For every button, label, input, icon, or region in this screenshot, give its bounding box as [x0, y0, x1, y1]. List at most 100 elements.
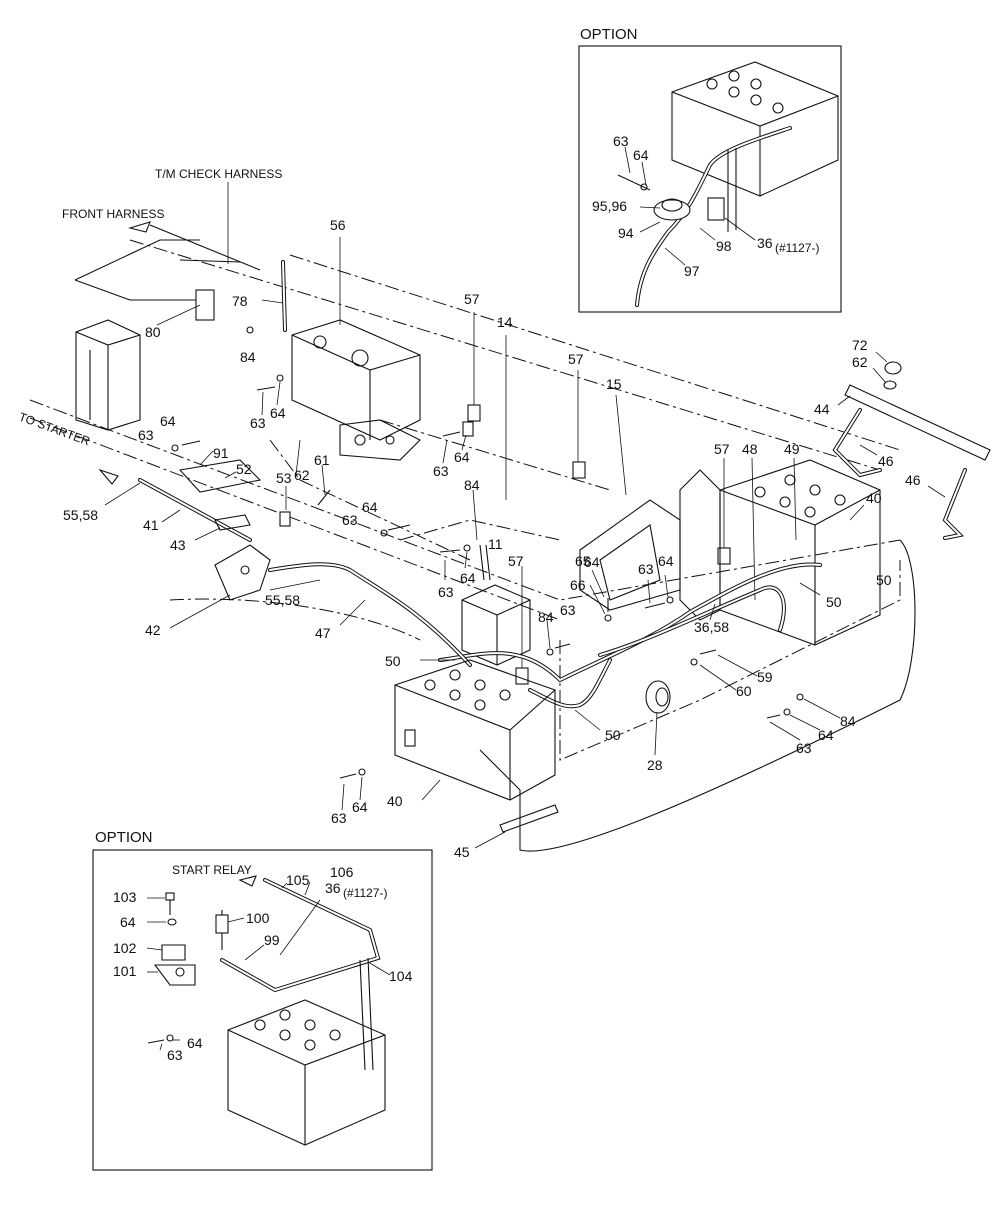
part-64-c: 64 [362, 499, 378, 515]
part-48: 48 [742, 441, 758, 457]
part-64-h: 64 [818, 727, 834, 743]
cable-78: 78 [232, 260, 287, 332]
option-top-battery [671, 61, 839, 197]
part-42: 42 [145, 622, 161, 638]
part-80: 80 [145, 324, 161, 340]
option-bottom-part-99: 99 [264, 932, 280, 948]
to-starter-label: TO STARTER [17, 410, 92, 449]
part-47: 47 [315, 625, 331, 641]
part-63-c: 63 [342, 512, 358, 528]
option-bottom-part-104: 104 [389, 968, 413, 984]
part-59: 59 [757, 669, 773, 685]
part-44: 44 [814, 401, 830, 417]
part-46-b: 46 [905, 472, 921, 488]
bracket-56-bolts: 63 64 [433, 421, 474, 479]
option-bottom-part-64a: 64 [120, 914, 136, 930]
part-50-e: 50 [876, 572, 892, 588]
part-63-e: 63 [433, 463, 449, 479]
part-64-d: 64 [460, 570, 476, 586]
part-50-b: 50 [385, 653, 401, 669]
part-53: 53 [276, 470, 292, 486]
part-42-bracket: 42 55,58 47 [145, 544, 472, 667]
part-65: 65 [575, 553, 591, 569]
bracket-center: 57 14 [339, 291, 513, 500]
option-bottom-part-106: 106 [330, 864, 354, 880]
center-battery-bolts: 84 [538, 609, 571, 656]
right-battery: 40 49 48 57 [714, 441, 882, 646]
option-top-part-95-96: 95,96 [592, 198, 627, 214]
part-66: 66 [570, 577, 586, 593]
option-top-part-97: 97 [684, 263, 700, 279]
part-36-58: 36,58 [694, 619, 729, 635]
part-28: 28 [647, 757, 663, 773]
chassis-frame [29, 239, 916, 852]
part-84-top: 84 [240, 349, 256, 365]
part-45: 45 [454, 844, 470, 860]
part-50-a: 50 [826, 594, 842, 610]
part-57-d: 57 [508, 553, 524, 569]
bar-44: 72 62 44 46 46 [814, 337, 991, 540]
option-bottom-battery [227, 999, 386, 1146]
part-84-b: 84 [840, 713, 856, 729]
option-top-part-36-note: (#1127-) [775, 241, 819, 255]
option-bottom-part-64b: 64 [187, 1035, 203, 1051]
part-40-a: 40 [866, 490, 882, 506]
part-78: 78 [232, 293, 248, 309]
option-top-part-36: 36 [757, 235, 773, 251]
option-bottom-part-105: 105 [286, 872, 310, 888]
part-63-f: 63 [638, 561, 654, 577]
part-40-b: 40 [387, 793, 403, 809]
part-50-right-group: 64 63 50 [560, 554, 892, 618]
part-60: 60 [736, 683, 752, 699]
option-bottom-part-102: 102 [113, 940, 137, 956]
option-top-part-94: 94 [618, 225, 634, 241]
part-15: 15 [606, 376, 622, 392]
option-bottom-part-103: 103 [113, 889, 137, 905]
option-panel-bottom: OPTION START RELAY [92, 829, 433, 1171]
part-64-g: 64 [352, 799, 368, 815]
option-bottom-part-100: 100 [246, 910, 270, 926]
part-11: 11 [488, 536, 503, 552]
part-41: 41 [143, 517, 159, 533]
part-14: 14 [497, 314, 513, 330]
part-50-d: 64 [584, 554, 600, 570]
option-bottom-part-36: 36 [325, 880, 341, 896]
part-61: 61 [314, 452, 330, 468]
part-91: 91 [213, 445, 229, 461]
start-relay-label: START RELAY [172, 863, 252, 877]
center-lower-bolts: 84 64 63 11 [438, 477, 503, 600]
option-top-part-98: 98 [716, 238, 732, 254]
part-46-a: 46 [878, 453, 894, 469]
option-top-frame [578, 45, 842, 313]
part-62-b: 62 [294, 467, 310, 483]
part-64-e: 64 [454, 449, 470, 465]
front-harness: 80 FRONT HARNESS T/M CHECK HARNESS [62, 167, 282, 340]
option-top-part-63: 63 [613, 133, 629, 149]
part-49: 49 [784, 441, 800, 457]
tm-check-harness-label: T/M CHECK HARNESS [155, 167, 282, 181]
option-panel-top: OPTION 63 64 95,96 94 9 [578, 26, 842, 313]
part-57-b: 57 [568, 351, 584, 367]
option-bottom-frame [92, 849, 433, 1171]
part-50-c: 50 [605, 727, 621, 743]
to-starter-cable: TO STARTER 55,58 41 43 [17, 410, 252, 553]
part-43: 43 [170, 537, 186, 553]
part-63-b: 63 [138, 427, 154, 443]
front-harness-label: FRONT HARNESS [62, 207, 164, 221]
part-57-c: 57 [714, 441, 730, 457]
part-64-f: 64 [658, 553, 674, 569]
center-57-65-66: 57 65 66 63 64 [508, 553, 674, 685]
part-84-top-group: 84 [240, 326, 256, 365]
option-bottom-part-36-note: (#1127-) [343, 886, 387, 900]
part-64-a: 64 [270, 405, 286, 421]
part-56: 56 [330, 217, 346, 233]
bracket-right [679, 469, 721, 621]
mid-bracket [461, 584, 531, 666]
part-57-a: 57 [464, 291, 480, 307]
part-63-i: 63 [796, 740, 812, 756]
part-64-b: 64 [160, 413, 176, 429]
part-64-i: 63 [560, 602, 576, 618]
center-bolts: 63 64 [342, 499, 411, 537]
part-84-a: 84 [464, 477, 480, 493]
part-62-a: 62 [852, 354, 868, 370]
